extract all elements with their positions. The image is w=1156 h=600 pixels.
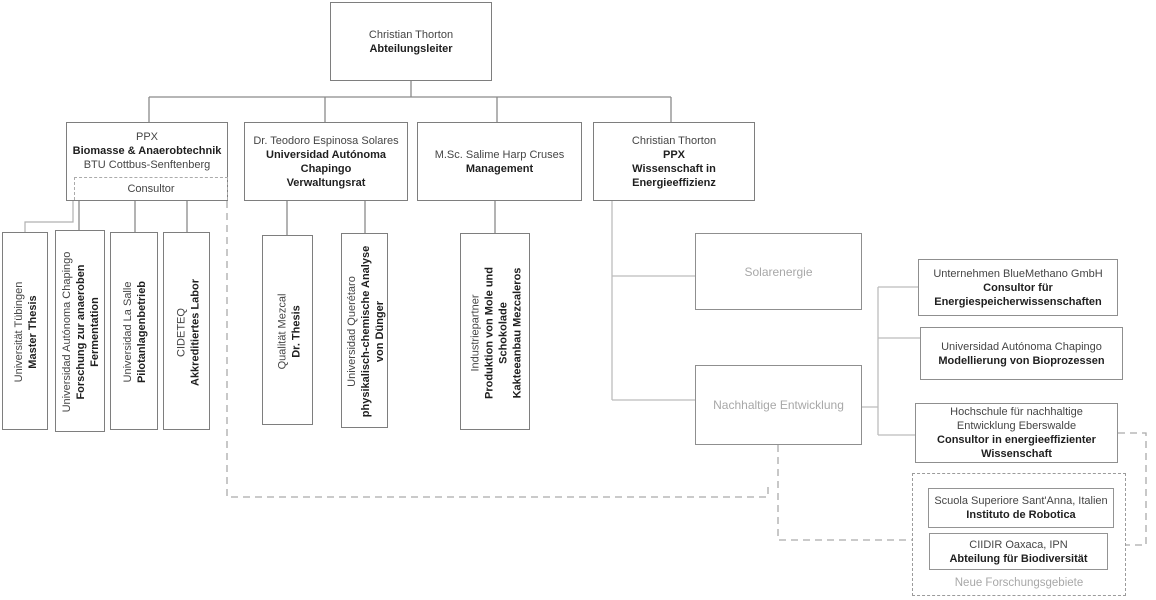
role-title: Wissenschaft in: [632, 162, 716, 175]
org-name: Industriepartner: [469, 293, 481, 372]
org-name: Universidad Autónoma Chapingo: [61, 251, 73, 413]
org-name: Hochschule für nachhaltige: [950, 406, 1083, 418]
person-name: Christian Thorton: [368, 28, 454, 41]
node-management: M.Sc. Salime Harp Cruses Management: [417, 122, 582, 201]
node-solarenergie: Solarenergie: [695, 233, 862, 310]
node-wissenschaft-energieeffizienz: Christian Thorton PPX Wissenschaft in En…: [593, 122, 755, 201]
org-name: BTU Cottbus-Senftenberg: [83, 159, 211, 171]
node-eberswalde: Hochschule für nachhaltige Entwicklung E…: [915, 403, 1118, 463]
topic-label: Solarenergie: [744, 264, 813, 279]
neue-forschungsgebiete-group: Neue Forschungsgebiete: [912, 473, 1126, 596]
node-ciidir: CIIDIR Oaxaca, IPN Abteilung für Biodive…: [929, 533, 1108, 570]
role-title: Energiespeicherwissenschaften: [934, 295, 1102, 308]
org-name: Universität Tübingen: [13, 281, 25, 383]
org-name: PPX: [662, 148, 685, 161]
role-title: Verwaltungsrat: [286, 176, 366, 189]
org-name: Unternehmen BlueMethano GmbH: [933, 267, 1103, 280]
node-bluemethano: Unternehmen BlueMethano GmbH Consultor f…: [918, 259, 1118, 316]
node-chapingo-fermentation: Universidad Autónoma Chapingo Forschung …: [55, 230, 105, 432]
node-qualitaet-mezcal: Qualität Mezcal Dr. Thesis: [262, 235, 313, 425]
topic-label: Nachhaltige Entwicklung: [713, 398, 844, 412]
role-title: Abteilungsleiter: [369, 42, 453, 55]
org-name: Scuola Superiore Sant'Anna, Italien: [934, 495, 1108, 507]
org-name: Universidad Querétaro: [345, 276, 358, 387]
role-title: Master Thesis: [27, 295, 39, 369]
node-santanna: Scuola Superiore Sant'Anna, Italien Inst…: [928, 488, 1114, 528]
dashed-connectors: [226, 201, 1147, 546]
role-title: Management: [465, 162, 534, 175]
role-title: von Dünger: [373, 300, 386, 363]
role-title: Kakteeanbau Mezcaleros: [511, 267, 523, 398]
consultor-zone: Consultor: [74, 177, 228, 200]
role-title: Instituto de Robotica: [966, 509, 1076, 521]
person-name: Dr. Teodoro Espinosa Solares: [253, 134, 399, 147]
role-title: Dr. Thesis: [289, 304, 302, 358]
org-name: Chapingo: [300, 162, 352, 175]
role-title: Schokolade: [497, 301, 509, 364]
consultor-label: Consultor: [127, 183, 175, 195]
person-name: M.Sc. Salime Harp Cruses: [434, 148, 565, 161]
node-abteilungsleiter: Christian Thorton Abteilungsleiter: [330, 2, 492, 81]
role-title: Fermentation: [89, 297, 101, 367]
node-ppx-biomasse: PPX Biomasse & Anaerobtechnik BTU Cottbu…: [66, 122, 228, 201]
node-nachhaltige-entwicklung: Nachhaltige Entwicklung: [695, 365, 862, 445]
org-name: PPX: [135, 131, 158, 143]
org-name: CIDETEQ: [174, 307, 187, 357]
node-queretaro: Universidad Querétaro physikalisch-chemi…: [341, 233, 388, 428]
node-verwaltungsrat: Dr. Teodoro Espinosa Solares Universidad…: [244, 122, 408, 201]
role-title: Biomasse & Anaerobtechnik: [72, 145, 222, 157]
org-name: Universidad Autónoma Chapingo: [941, 340, 1102, 353]
org-name: Universidad La Salle: [122, 281, 134, 383]
role-title: Akkreditiertes Labor: [188, 278, 201, 386]
role-title: Energieeffizienz: [632, 176, 716, 189]
light-connectors: [611, 201, 920, 436]
role-title: Pilotanlagenbetrieb: [136, 280, 148, 384]
role-title: Consultor für: [983, 281, 1053, 294]
role-title: Produktion von Mole und: [483, 266, 495, 399]
group-label: Neue Forschungsgebiete: [954, 577, 1084, 589]
topic-name: Qualität Mezcal: [275, 293, 288, 369]
elbow-connector: [24, 201, 74, 232]
role-title: Abteilung für Biodiversität: [949, 552, 1088, 565]
org-name: CIIDIR Oaxaca, IPN: [969, 538, 1068, 551]
org-name: Universidad Autónoma: [266, 148, 386, 161]
tree-connectors: [78, 81, 672, 235]
person-name: Christian Thorton: [631, 134, 717, 147]
role-title: Wissenschaft: [981, 448, 1052, 460]
role-title: Forschung zur anaeroben: [75, 264, 87, 400]
node-cideteq: CIDETEQ Akkreditiertes Labor: [163, 232, 210, 430]
role-title: Consultor in energieeffizienter: [937, 434, 1096, 446]
org-name: Entwicklung Eberswalde: [956, 420, 1077, 432]
node-chapingo-bioprozesse: Universidad Autónoma Chapingo Modellieru…: [920, 327, 1123, 380]
node-industriepartner: Industriepartner Produktion von Mole und…: [460, 233, 530, 430]
role-title: physikalisch-chemische Analyse: [359, 245, 372, 418]
node-la-salle: Universidad La Salle Pilotanlagenbetrieb: [110, 232, 158, 430]
node-universitaet-tuebingen: Universität Tübingen Master Thesis: [2, 232, 48, 430]
role-title: Modellierung von Bioprozessen: [938, 354, 1105, 367]
